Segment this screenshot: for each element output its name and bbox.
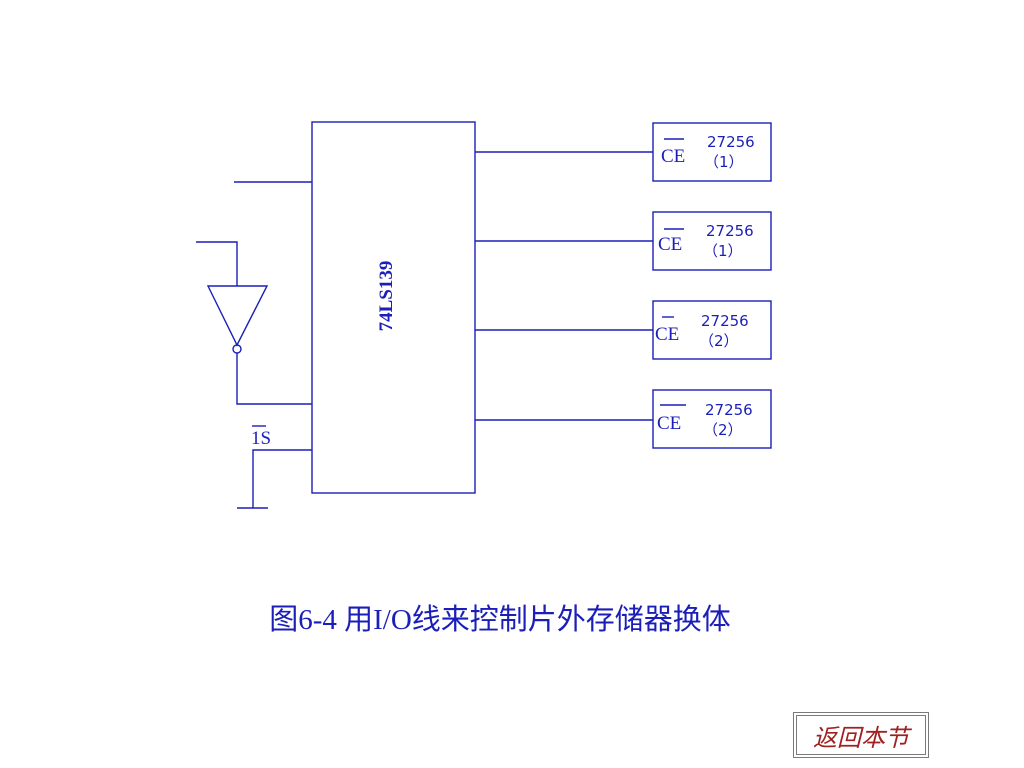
enable-signal-label: 1S	[251, 428, 271, 449]
back-to-section-button[interactable]: 返回本节	[793, 712, 929, 758]
memory-chip-box	[652, 122, 772, 182]
inverter-input-wire	[196, 241, 238, 286]
memory-chip-2: CE 27256 （1）	[652, 211, 772, 271]
inverter-gate	[206, 285, 269, 347]
memory-chip-index: （1）	[704, 153, 744, 171]
memory-chip-box	[652, 300, 772, 360]
memory-chip-index: （2）	[703, 421, 743, 439]
decoder-label: 74LS139	[376, 261, 397, 332]
ce-pin-label: CE	[661, 146, 685, 167]
ce-pin-label: CE	[657, 413, 681, 434]
memory-chip-3: CE 27256 （2）	[652, 300, 772, 360]
back-button-label: 返回本节	[796, 715, 926, 755]
figure-caption: 图6-4 用I/O线来控制片外存储器换体	[269, 604, 731, 636]
memory-part-number: 27256	[706, 222, 754, 240]
enable-wire	[252, 449, 312, 508]
memory-part-number: 27256	[707, 133, 755, 151]
ce-pin-label: CE	[655, 324, 679, 345]
memory-part-number: 27256	[701, 312, 749, 330]
memory-part-number: 27256	[705, 401, 753, 419]
memory-chip-1: CE 27256 （1）	[652, 122, 772, 182]
decoder-chip	[311, 121, 476, 494]
memory-chip-box	[652, 211, 772, 271]
memory-chip-index: （1）	[703, 242, 743, 260]
ce-pin-label: CE	[658, 234, 682, 255]
inverter-output-wire	[236, 353, 312, 405]
memory-chip-box	[652, 389, 772, 449]
memory-chip-4: CE 27256 （2）	[652, 389, 772, 449]
memory-chip-index: （2）	[699, 332, 739, 350]
